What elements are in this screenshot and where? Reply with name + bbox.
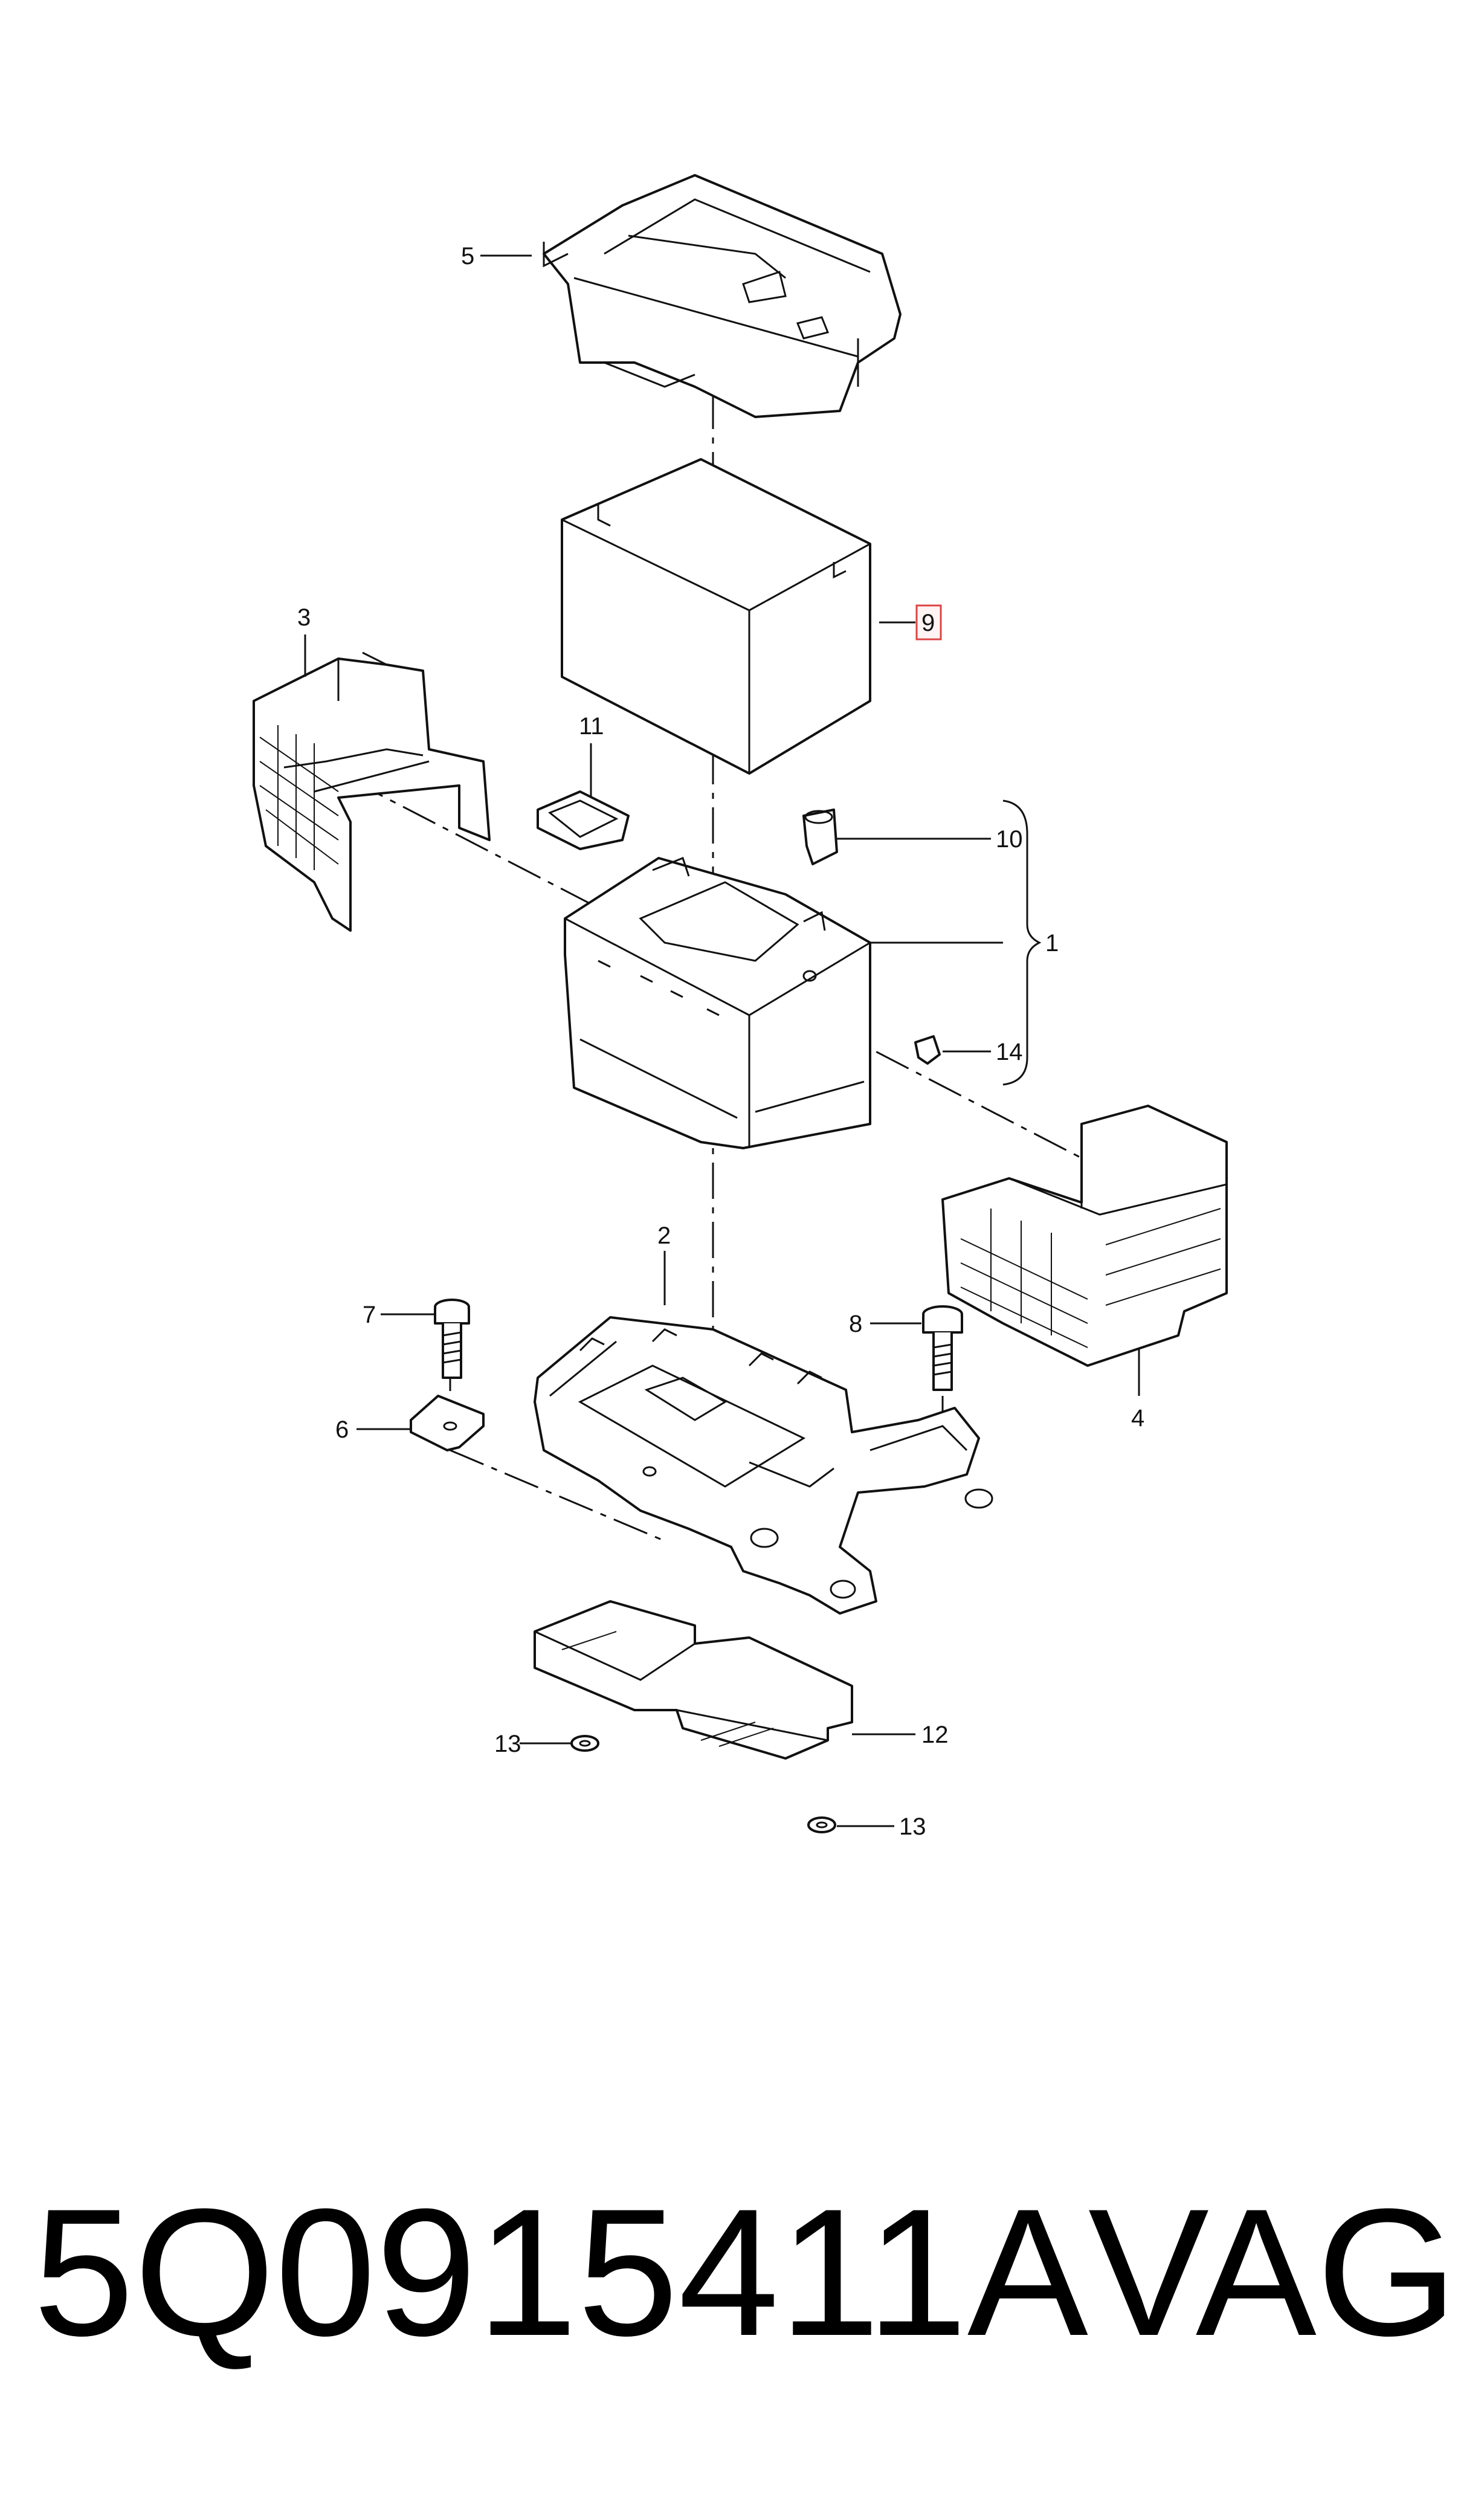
part-4-side-panel [941,1105,1228,1367]
part-11-pad [537,790,630,850]
part-3-side-panel [253,651,491,932]
callout-9-highlight [915,604,942,641]
part-1-battery [564,857,871,1149]
part-13-clip-left [570,1735,599,1752]
callout-5: 5 [461,243,474,270]
callout-12: 12 [921,1722,949,1748]
part-8-bolt [922,1305,963,1391]
callout-13-right: 13 [899,1813,926,1840]
part-5-battery-cover [543,174,902,418]
part-13-clip-right [807,1816,836,1833]
callout-10: 10 [996,826,1023,853]
part-6-bracket [410,1395,485,1451]
part-number: 5Q0915411A [33,2171,1088,2374]
callout-14: 14 [996,1039,1023,1065]
part-9-thermal-sleeve [561,458,871,775]
callout-6: 6 [335,1416,349,1443]
callout-4: 4 [1131,1405,1144,1432]
callout-labels: 5 9 3 11 10 1 14 2 7 8 6 4 12 13 13 [297,243,1144,1840]
part-caption: 5Q0915411A VAG [0,2151,1484,2393]
callout-9: 9 [921,610,935,636]
part-14-plug [914,1035,941,1065]
brand-name: VAG [1088,2171,1458,2374]
callout-7: 7 [363,1302,376,1328]
exploded-parts-diagram: 5 9 3 11 10 1 14 2 7 8 6 4 12 13 13 [253,174,1228,1840]
part-2-battery-tray [534,1316,993,1615]
callout-3: 3 [297,604,311,631]
leader-lines [304,254,1140,1827]
callout-1: 1 [1045,930,1059,957]
part-12-lower-plate [534,1600,853,1760]
callout-11: 11 [579,713,604,740]
part-10-terminal-cap [802,809,838,865]
callout-13-left: 13 [494,1731,521,1757]
part-7-bolt [434,1299,470,1379]
callout-2: 2 [657,1222,671,1249]
callout-8: 8 [849,1311,862,1337]
